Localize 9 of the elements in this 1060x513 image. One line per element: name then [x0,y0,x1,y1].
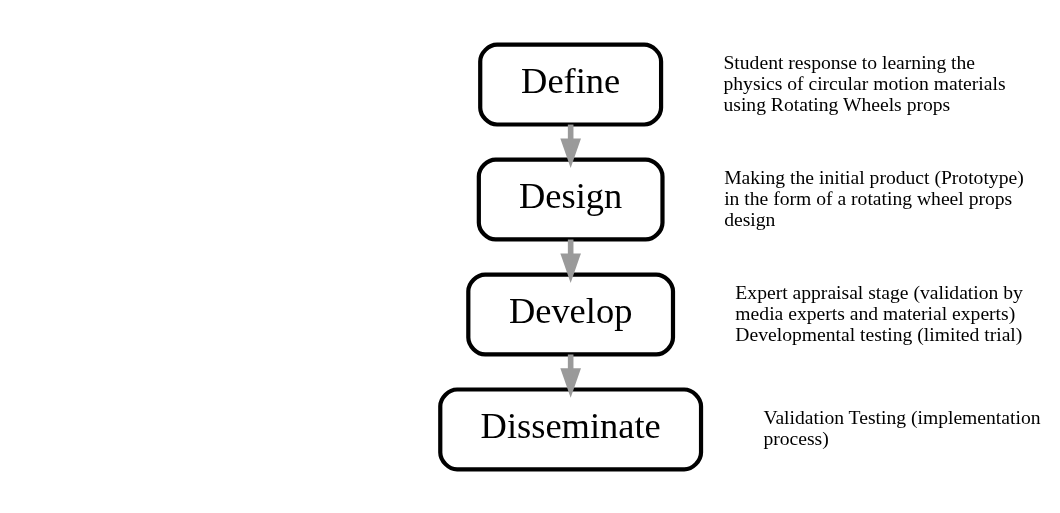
node-label: Validation Testing (implementation process) [763,406,1041,449]
node-label: Making the initial product (Prototype) in the form of a rotating wheel props design [724,166,1024,230]
node-box: Define [478,42,664,127]
node-box: Develop [466,271,676,357]
node-label: Student response to learning the physics of circular motion materials using Rotating Wheels props [723,51,1006,115]
node-label: Expert appraisal stage (validation by media experts and material experts) [735,281,1023,324]
node-box: Disseminate [438,386,704,471]
node-box: Design [476,156,665,242]
node-label: Developmental testing (limited trial) [735,323,1023,345]
